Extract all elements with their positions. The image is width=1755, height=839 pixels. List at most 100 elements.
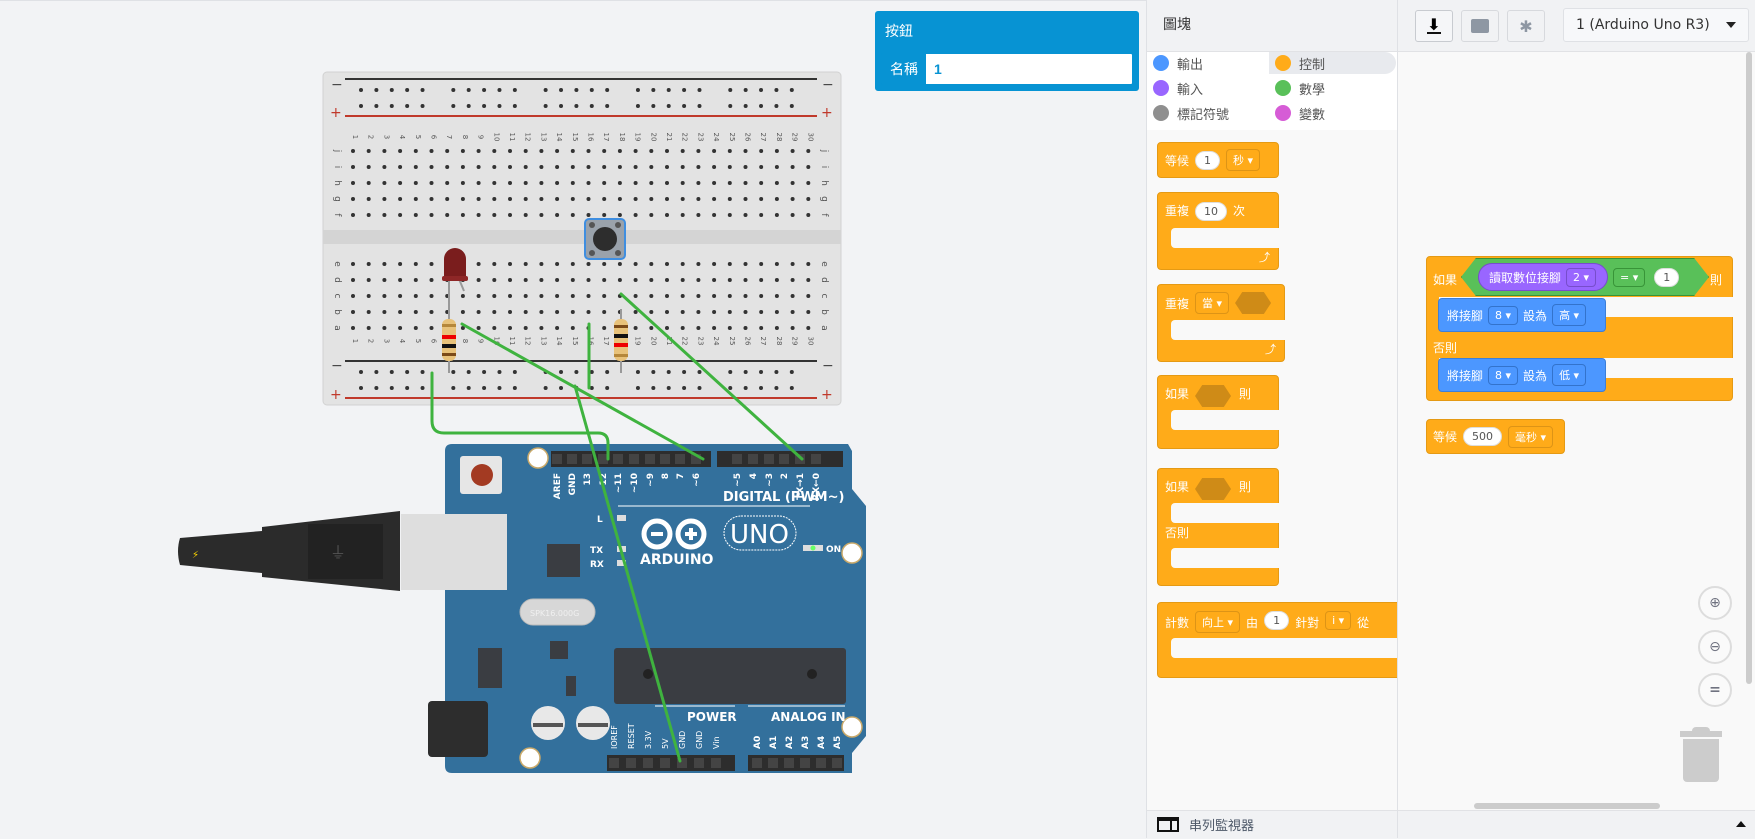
rail-hole[interactable]: [482, 386, 487, 390]
breadboard-hole[interactable]: [633, 326, 638, 330]
breadboard-hole[interactable]: [790, 165, 795, 169]
rail-hole[interactable]: [774, 386, 779, 390]
rail-hole[interactable]: [559, 386, 564, 390]
rail-hole[interactable]: [497, 386, 502, 390]
breadboard-hole[interactable]: [743, 149, 748, 153]
breadboard-hole[interactable]: [413, 213, 418, 217]
rail-hole[interactable]: [605, 386, 610, 390]
breadboard-hole[interactable]: [492, 149, 497, 153]
breadboard-hole[interactable]: [743, 310, 748, 314]
breadboard-hole[interactable]: [460, 310, 465, 314]
resistor-2[interactable]: [614, 309, 628, 373]
breadboard-hole[interactable]: [570, 181, 575, 185]
breadboard-hole[interactable]: [570, 149, 575, 153]
breadboard-hole[interactable]: [790, 181, 795, 185]
breadboard-hole[interactable]: [492, 213, 497, 217]
breadboard-hole[interactable]: [413, 262, 418, 266]
breadboard-hole[interactable]: [555, 262, 560, 266]
rail-hole[interactable]: [543, 104, 548, 108]
rail-hole[interactable]: [774, 370, 779, 374]
download-code-button[interactable]: ⬇: [1415, 10, 1453, 42]
breadboard-hole[interactable]: [806, 181, 811, 185]
category-notation[interactable]: 標記符號: [1147, 102, 1267, 124]
wires[interactable]: [430, 292, 804, 763]
breadboard-hole[interactable]: [413, 181, 418, 185]
breadboard-hole[interactable]: [382, 149, 387, 153]
pushbutton[interactable]: [584, 218, 626, 260]
breadboard-hole[interactable]: [806, 213, 811, 217]
breadboard-hole[interactable]: [680, 278, 685, 282]
rail-hole[interactable]: [635, 370, 640, 374]
breadboard-hole[interactable]: [492, 165, 497, 169]
breadboard-hole[interactable]: [774, 310, 779, 314]
breadboard-hole[interactable]: [351, 197, 355, 201]
breadboard-hole[interactable]: [460, 181, 465, 185]
wait-value[interactable]: 1: [1195, 150, 1221, 170]
breadboard-hole[interactable]: [523, 278, 528, 282]
rail-hole[interactable]: [651, 386, 656, 390]
breadboard-hole[interactable]: [570, 197, 575, 201]
zoom-out-button[interactable]: ⊖: [1698, 630, 1732, 664]
breadboard-hole[interactable]: [366, 278, 371, 282]
breadboard-hole[interactable]: [774, 213, 779, 217]
breadboard-hole[interactable]: [602, 181, 607, 185]
breadboard-hole[interactable]: [476, 262, 481, 266]
rail-hole[interactable]: [743, 386, 748, 390]
rail-hole[interactable]: [405, 370, 410, 374]
breadboard-hole[interactable]: [366, 197, 371, 201]
breadboard-hole[interactable]: [617, 262, 622, 266]
breadboard-hole[interactable]: [460, 213, 465, 217]
name-input[interactable]: [926, 54, 1126, 84]
breadboard-hole[interactable]: [633, 149, 638, 153]
breadboard-hole[interactable]: [523, 326, 528, 330]
breadboard-hole[interactable]: [382, 294, 387, 298]
rail-hole[interactable]: [789, 370, 794, 374]
rail-hole[interactable]: [666, 88, 671, 92]
breadboard-hole[interactable]: [555, 294, 560, 298]
rail-hole[interactable]: [589, 386, 594, 390]
breadboard-hole[interactable]: [665, 149, 669, 153]
breadboard-hole[interactable]: [570, 213, 575, 217]
breadboard-hole[interactable]: [680, 149, 685, 153]
breadboard-hole[interactable]: [366, 310, 371, 314]
rail-hole[interactable]: [543, 386, 548, 390]
breadboard-hole[interactable]: [555, 278, 560, 282]
breadboard-hole[interactable]: [508, 149, 512, 153]
breadboard-hole[interactable]: [460, 294, 465, 298]
breadboard-hole[interactable]: [398, 326, 403, 330]
breadboard-hole[interactable]: [712, 165, 717, 169]
rail-hole[interactable]: [466, 370, 471, 374]
breadboard-hole[interactable]: [759, 294, 764, 298]
breadboard-hole[interactable]: [508, 326, 512, 330]
rail-hole[interactable]: [574, 104, 579, 108]
breadboard-hole[interactable]: [366, 181, 371, 185]
breadboard-hole[interactable]: [712, 149, 717, 153]
breadboard-hole[interactable]: [445, 149, 450, 153]
breadboard-hole[interactable]: [727, 197, 732, 201]
breadboard-hole[interactable]: [508, 165, 512, 169]
breadboard-hole[interactable]: [727, 262, 732, 266]
breadboard-hole[interactable]: [617, 278, 622, 282]
breadboard-hole[interactable]: [492, 294, 497, 298]
rail-hole[interactable]: [482, 88, 487, 92]
breadboard-hole[interactable]: [649, 197, 654, 201]
breadboard-hole[interactable]: [696, 310, 701, 314]
rail-hole[interactable]: [374, 88, 379, 92]
rail-hole[interactable]: [759, 386, 764, 390]
breadboard-hole[interactable]: [508, 197, 512, 201]
rail-hole[interactable]: [512, 386, 517, 390]
breadboard-hole[interactable]: [790, 262, 795, 266]
breadboard-hole[interactable]: [633, 262, 638, 266]
breadboard-hole[interactable]: [774, 262, 779, 266]
rail-hole[interactable]: [743, 370, 748, 374]
breadboard-hole[interactable]: [774, 278, 779, 282]
breadboard-hole[interactable]: [680, 326, 685, 330]
level-dropdown[interactable]: 低 ▾: [1552, 364, 1587, 386]
breadboard-hole[interactable]: [382, 278, 387, 282]
rail-hole[interactable]: [728, 386, 733, 390]
breadboard-hole[interactable]: [727, 278, 732, 282]
rail-hole[interactable]: [466, 88, 471, 92]
repeat-mode-dropdown[interactable]: 當 ▾: [1195, 292, 1230, 314]
breadboard-hole[interactable]: [649, 326, 654, 330]
breadboard-hole[interactable]: [743, 262, 748, 266]
